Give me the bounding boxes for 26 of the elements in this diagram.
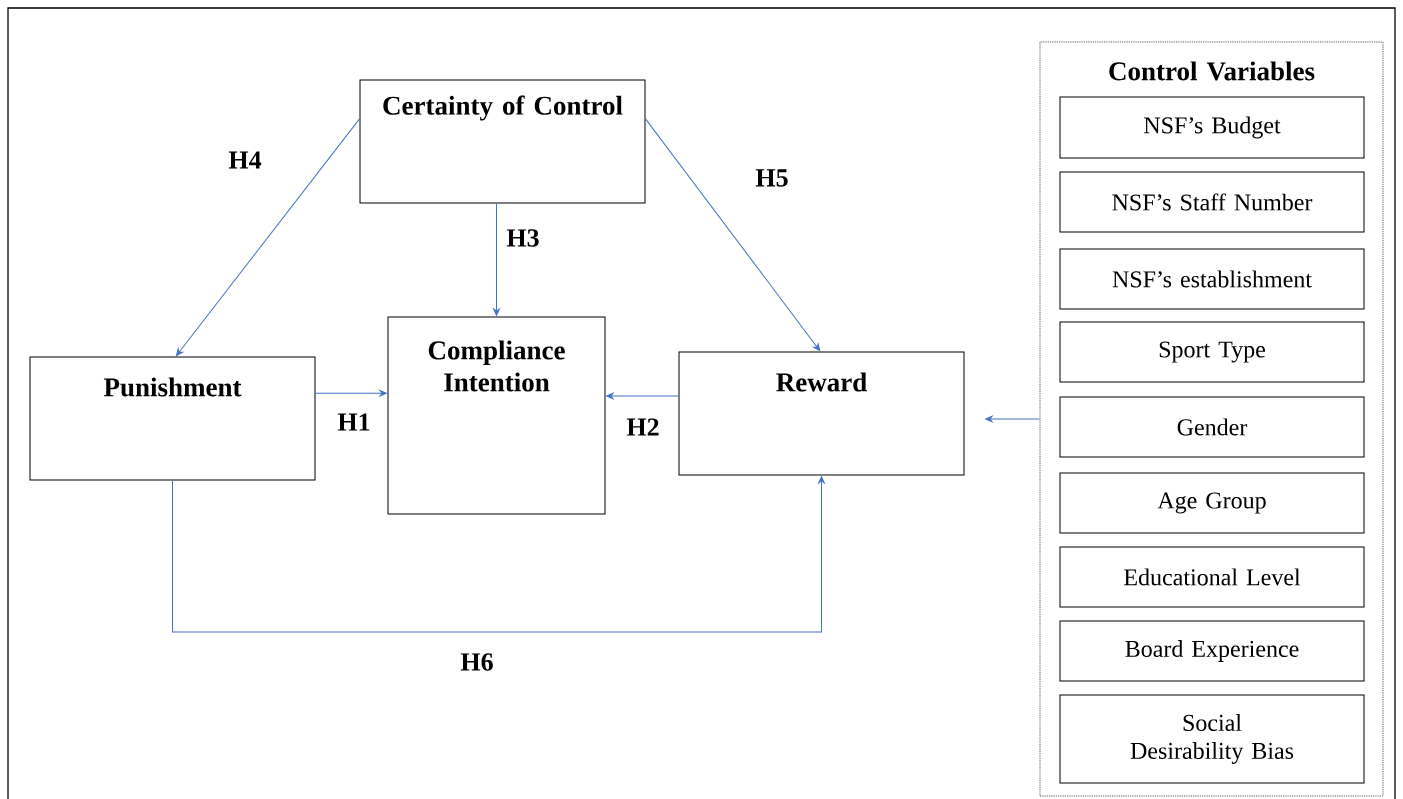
edge-label: H5 bbox=[754, 168, 790, 188]
construct-box: Compliance Intention bbox=[387, 316, 606, 515]
edge-label: H1 bbox=[336, 412, 372, 432]
variable-box: Board Experience bbox=[1059, 620, 1365, 682]
variable-box: Sport Type bbox=[1059, 321, 1365, 383]
variable-box: NSF’s Budget bbox=[1059, 96, 1365, 159]
edge-label: H2 bbox=[625, 417, 661, 437]
variable-box: Social Desirability Bias bbox=[1059, 694, 1365, 784]
variable-box: Age Group bbox=[1059, 472, 1365, 534]
edge-label: H6 bbox=[459, 652, 495, 672]
edge-label: H4 bbox=[227, 150, 263, 170]
arrow bbox=[172, 476, 825, 633]
construct-box: Certainty of Control bbox=[359, 79, 646, 204]
variable-box: Educational Level bbox=[1059, 546, 1365, 608]
variable-box: NSF’s Staff Number bbox=[1059, 171, 1365, 233]
construct-box: Punishment bbox=[29, 356, 316, 481]
variable-box: Gender bbox=[1059, 396, 1365, 458]
arrow bbox=[493, 203, 500, 316]
arrow bbox=[606, 392, 679, 400]
construct-box: Reward bbox=[678, 351, 965, 476]
edge-label: H3 bbox=[505, 228, 541, 248]
arrow bbox=[985, 415, 1041, 423]
arrow bbox=[315, 389, 387, 397]
variable-box: NSF’s establishment bbox=[1059, 248, 1365, 310]
arrow bbox=[176, 118, 360, 356]
arrow bbox=[645, 118, 821, 351]
